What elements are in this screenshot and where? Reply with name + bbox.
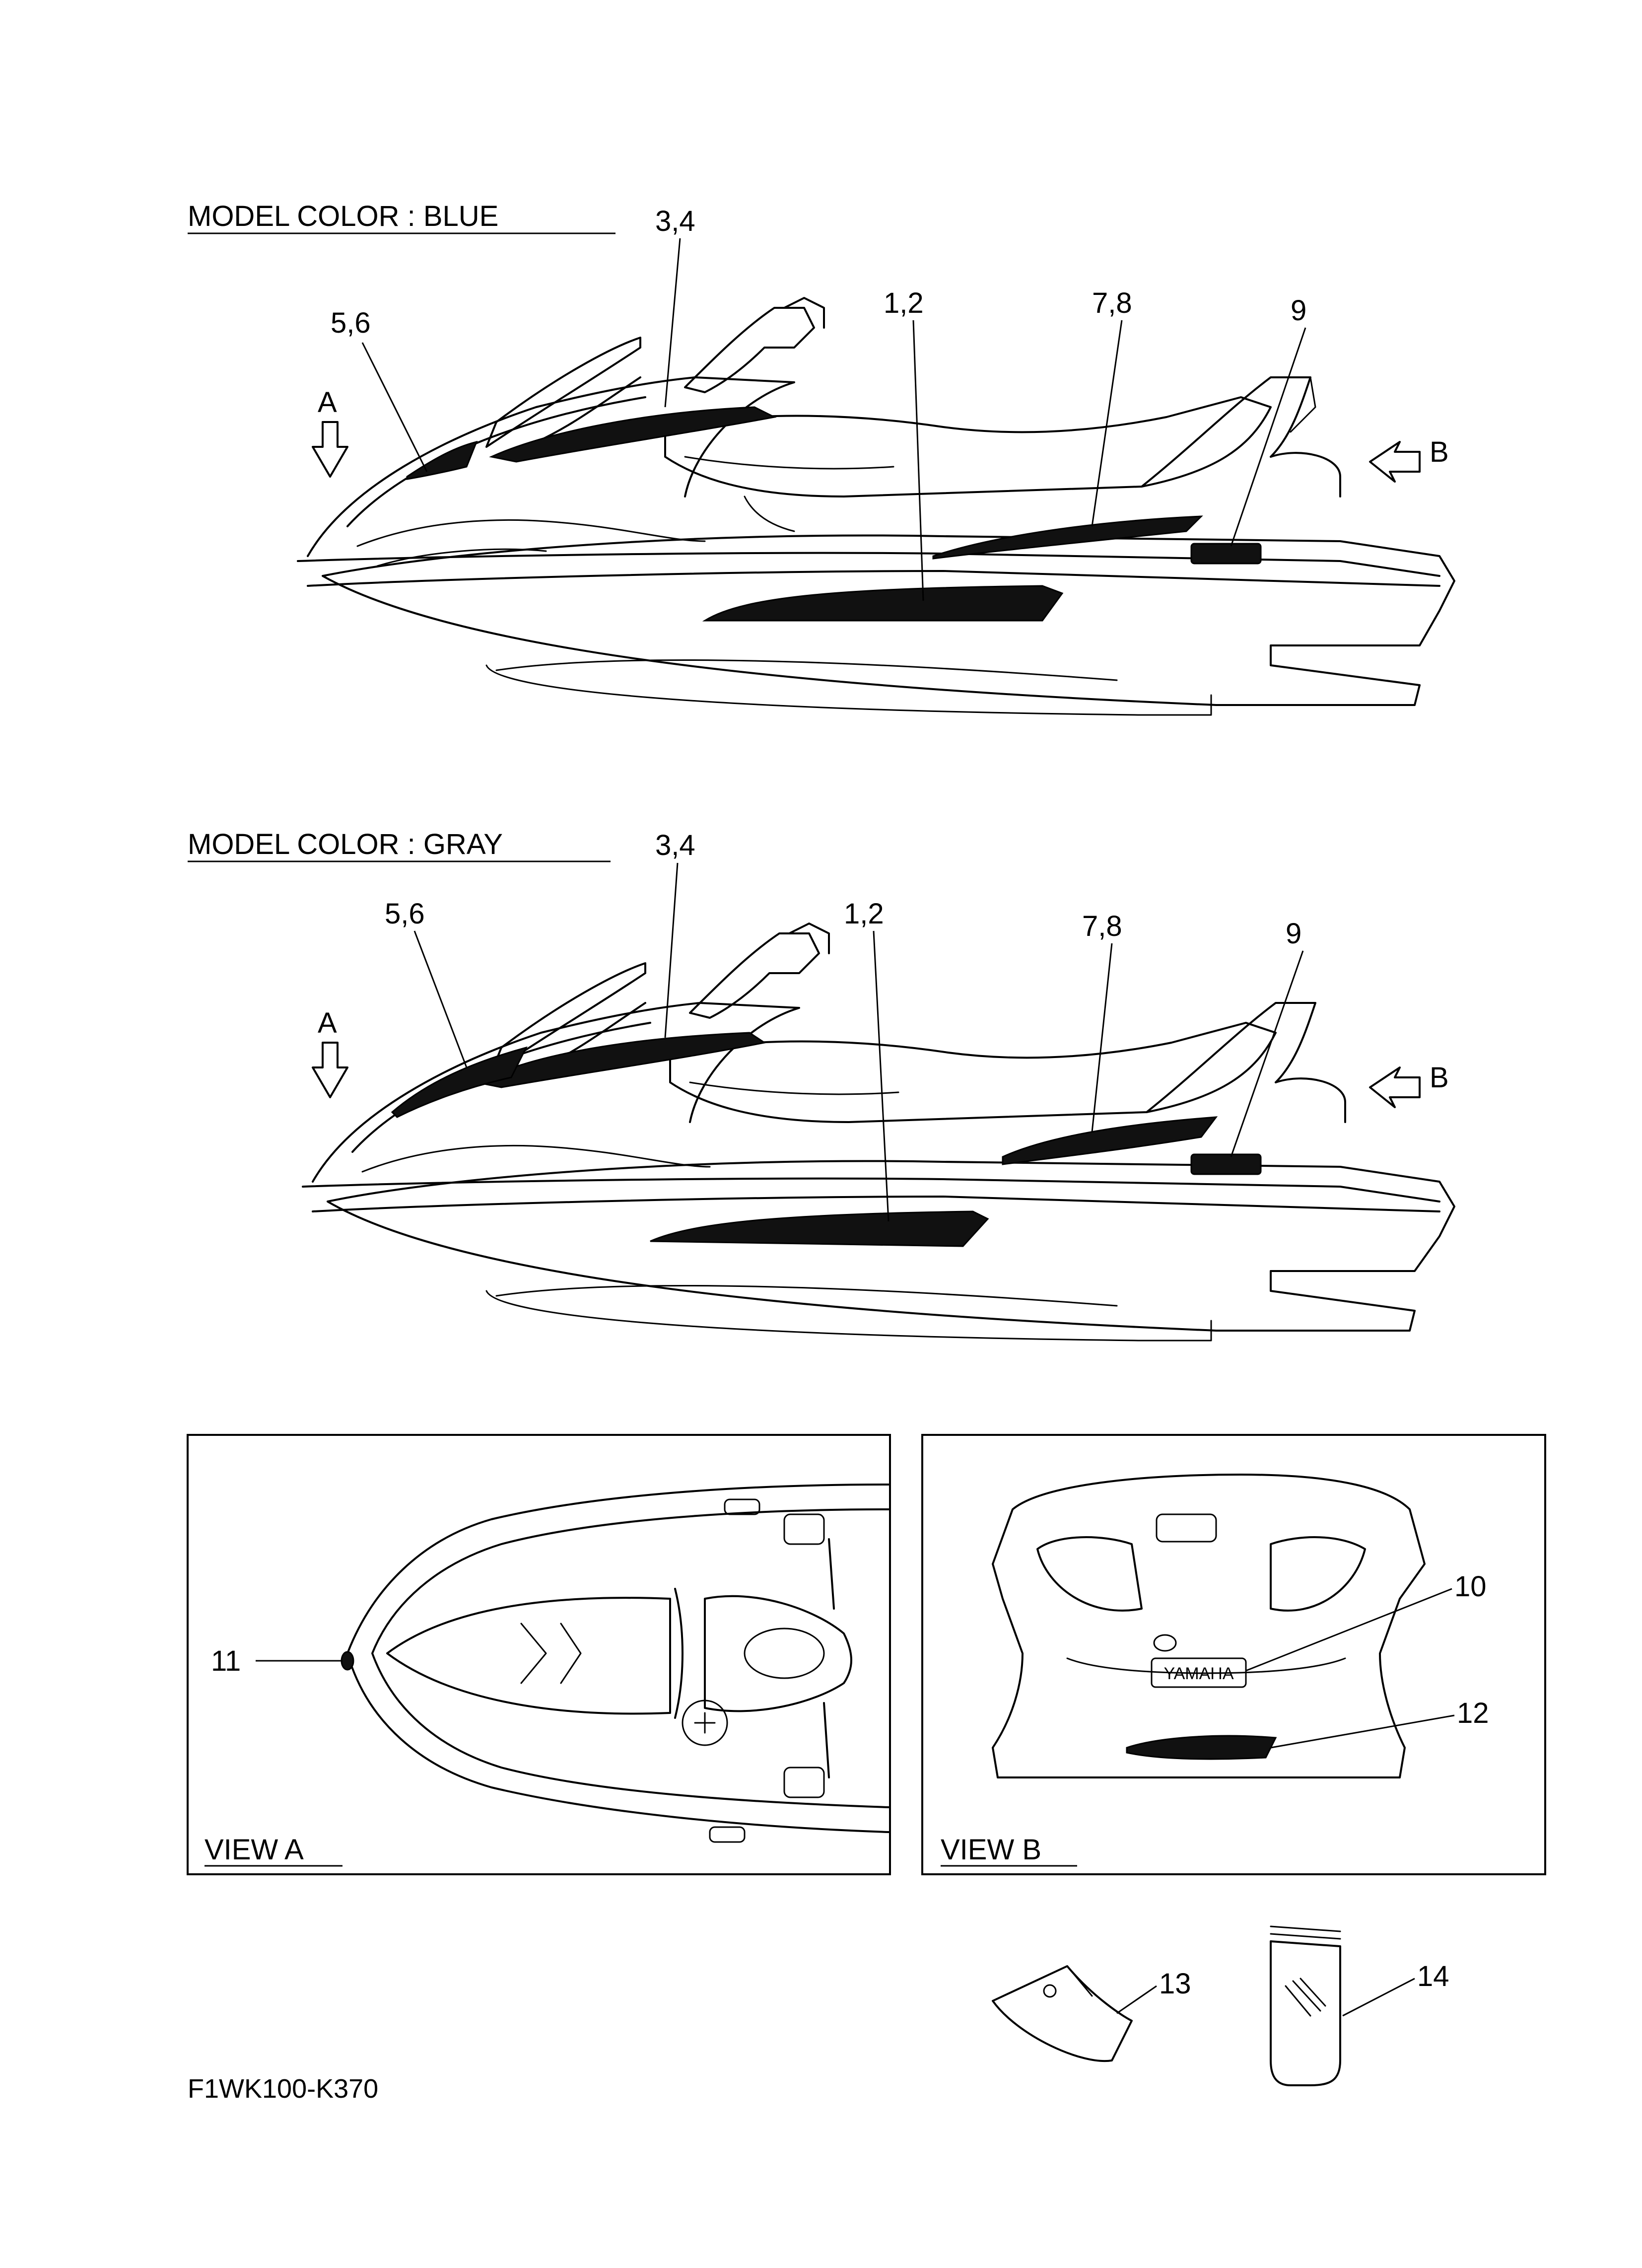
gray-decal-9 [1190,1153,1262,1175]
gray-view-b-arrow [1369,1066,1421,1108]
callout-10: 10 [1454,1570,1487,1603]
gray-leader-9 [1230,950,1304,1157]
blue-model-title: MODEL COLOR : BLUE [188,200,498,232]
loose-parts: 13 14 [992,1925,1449,2086]
gray-callout-5-6: 5,6 [385,898,425,930]
gray-decal-7-8 [1002,1116,1218,1165]
gray-callout-3-4: 3,4 [655,829,695,861]
gray-decal-5-6 [391,1046,528,1118]
view-a-label: VIEW A [205,1834,304,1866]
leader-14 [1342,1978,1415,2017]
callout-1-2: 1,2 [884,287,924,319]
view-b-label: VIEW B [941,1834,1041,1866]
view-a-panel: 11 VIEW A [187,1434,891,1875]
callout-3-4: 3,4 [655,205,695,237]
decal-11 [341,1651,354,1671]
decal-10-badge [1151,1657,1247,1688]
blue-watercraft-side-view [297,297,1455,716]
callout-13: 13 [1159,1968,1191,2000]
leader-7-8 [1091,320,1123,527]
decal-9 [1190,543,1262,565]
decal-1-2 [702,585,1064,622]
leader-9 [1230,327,1306,547]
blue-model-section: MODEL COLOR : BLUE [188,200,1455,716]
callout-7-8: 7,8 [1092,287,1132,319]
leader-3-4 [664,238,681,408]
part-14-bag [1270,1940,1341,2086]
gray-callout-7-8: 7,8 [1082,910,1122,942]
callout-14: 14 [1417,1960,1449,1992]
callout-12: 12 [1457,1697,1489,1729]
yamaha-badge-text: YAMAHA [1163,1664,1233,1683]
gray-leader-1-2 [873,930,889,1222]
gray-callout-9: 9 [1286,918,1301,950]
gray-leader-3-4 [664,862,679,1038]
view-b-frame [921,1434,1546,1875]
gray-view-b-letter: B [1430,1062,1449,1094]
callout-5-6: 5,6 [331,307,371,339]
view-b-arrow [1369,441,1421,483]
gray-leader-7-8 [1091,943,1113,1133]
decal-12 [1126,1735,1277,1760]
gray-model-section: MODEL COLOR : GRAY 3,4 [188,828,1455,1342]
gray-view-a-arrow [312,1042,348,1098]
decal-7-8 [932,515,1203,560]
part-13-pouch [992,1965,1133,2062]
leader-10 [1245,1588,1452,1672]
view-b-panel: YAMAHA 10 12 VIEW B [921,1434,1546,1875]
view-a-letter: A [318,386,337,419]
gray-model-title: MODEL COLOR : GRAY [188,828,503,860]
leader-5-6 [361,342,428,472]
gray-decal-3-4 [474,1032,766,1088]
leader-12 [1270,1714,1455,1749]
decal-5-6 [406,440,478,480]
gray-callout-1-2: 1,2 [844,898,884,930]
gray-leader-5-6 [413,930,468,1068]
gray-view-a-letter: A [318,1007,337,1039]
leader-13 [1116,1985,1157,2014]
decal-3-4 [489,406,777,463]
view-a-frame [187,1434,891,1875]
callout-9: 9 [1291,294,1306,327]
view-a-top-view [341,1484,889,1843]
diagram-code: F1WK100-K370 [188,2074,378,2104]
leader-1-2 [912,320,924,601]
gray-decal-1-2 [650,1210,989,1247]
view-a-arrow [312,421,348,478]
callout-11: 11 [211,1645,241,1677]
gray-watercraft-side-view [302,922,1455,1342]
view-b-letter: B [1430,436,1449,468]
